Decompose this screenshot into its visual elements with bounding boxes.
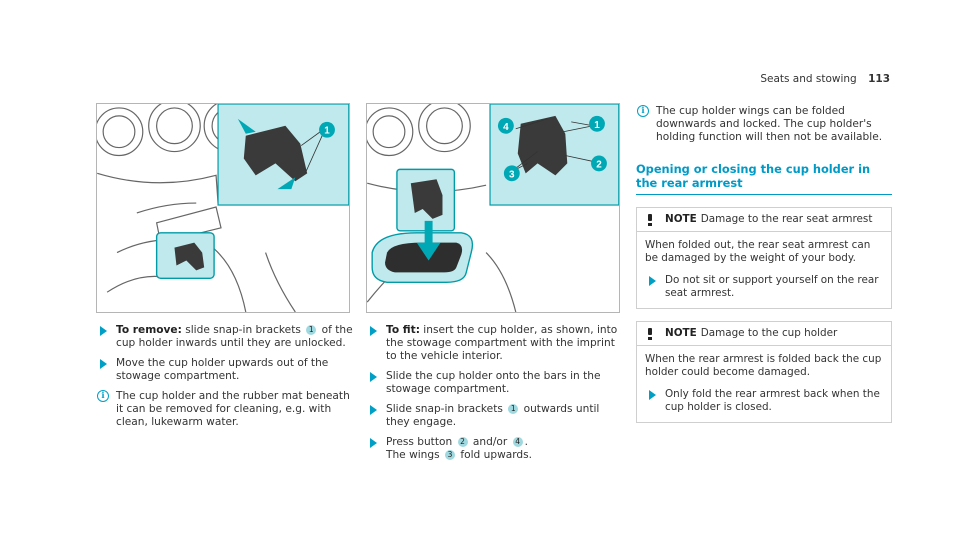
arrow-icon	[649, 390, 656, 400]
figure-label-1: 1	[324, 126, 330, 137]
note-box-armrest: NOTE Damage to the rear seat armrest Whe…	[636, 207, 892, 309]
arrow-icon	[370, 438, 377, 448]
section-title: Opening or closing the cup holder in the…	[636, 162, 892, 195]
note-body: When folded out, the rear seat armrest c…	[637, 232, 891, 308]
column-armrest: i The cup holder wings can be folded dow…	[636, 105, 892, 423]
note-header: NOTE Damage to the rear seat armrest	[637, 208, 891, 232]
step-fit-1: To fit: insert the cup holder, as shown,…	[366, 324, 626, 363]
step-fit-2: Slide the cup holder onto the bars in th…	[366, 370, 626, 396]
callout-number: 1	[306, 325, 317, 335]
arrow-icon	[370, 405, 377, 415]
warning-icon	[645, 327, 655, 340]
callout-number: 3	[445, 450, 456, 460]
illustration-cup-holder-fitting: 4 1 3 2	[367, 104, 619, 312]
info-icon: i	[97, 390, 109, 402]
figure-label-3: 3	[509, 169, 515, 180]
callout-number: 1	[508, 404, 519, 414]
column-fit: To fit: insert the cup holder, as shown,…	[366, 324, 626, 469]
info-icon: i	[637, 105, 649, 117]
arrow-icon	[370, 326, 377, 336]
note-step: Only fold the rear armrest back when the…	[645, 388, 883, 414]
note-box-cup-holder: NOTE Damage to the cup holder When the r…	[636, 321, 892, 423]
arrow-icon	[370, 372, 377, 382]
step-remove-2: Move the cup holder upwards out of the s…	[96, 357, 356, 383]
step-fit-4: Press button 2 and/or 4. The wings 3 fol…	[366, 436, 626, 462]
callout-number: 4	[512, 437, 523, 447]
page-number: 113	[868, 73, 890, 85]
arrow-icon	[649, 276, 656, 286]
note-step: Do not sit or support yourself on the re…	[645, 274, 883, 300]
column-remove: To remove: slide snap-in brackets 1 of t…	[96, 324, 356, 436]
callout-number: 2	[457, 437, 468, 447]
section-name: Seats and stowing	[760, 73, 857, 85]
figure-label-4: 4	[503, 122, 509, 133]
page-header: Seats and stowing 113	[760, 73, 890, 85]
info-note: i The cup holder wings can be folded dow…	[636, 105, 892, 144]
step-fit-3: Slide snap-in brackets 1 outwards until …	[366, 403, 626, 429]
step-remove-1: To remove: slide snap-in brackets 1 of t…	[96, 324, 356, 350]
figure-label-1: 1	[594, 120, 600, 131]
arrow-icon	[100, 359, 107, 369]
figure-remove-cup-holder: 1	[96, 103, 350, 313]
note-header: NOTE Damage to the cup holder	[637, 322, 891, 346]
figure-label-2: 2	[596, 159, 602, 170]
info-note: i The cup holder and the rubber mat bene…	[96, 390, 356, 429]
figure-fit-cup-holder: 4 1 3 2	[366, 103, 620, 313]
note-body: When the rear armrest is folded back the…	[645, 353, 883, 414]
arrow-icon	[100, 326, 107, 336]
illustration-cup-holder-removal: 1	[97, 104, 349, 312]
warning-icon	[645, 213, 655, 226]
